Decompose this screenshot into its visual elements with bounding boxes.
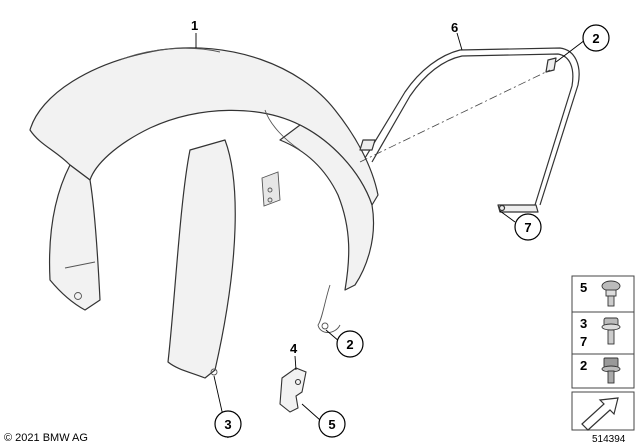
copyright-text: © 2021 BMW AG [4, 432, 88, 444]
callout-bracket-left-label: 2 [346, 337, 353, 352]
callout-bracket-right-label: 2 [592, 31, 599, 46]
fastener-legend: 5 3 7 2 [571, 275, 635, 431]
callout-clip-screw-label: 5 [328, 417, 335, 432]
legend-row3-number: 2 [580, 358, 587, 373]
callout-screw-bottom-left: 3 [214, 410, 242, 438]
diagram-number: 514394 [592, 434, 626, 445]
callout-fender: 1 [191, 18, 198, 33]
front-fender [29, 47, 379, 379]
legend-row2-number-a: 3 [580, 316, 587, 331]
fender-details [64, 47, 341, 376]
direction-arrow-icon [581, 397, 619, 431]
callout-clip: 4 [290, 341, 298, 356]
callout-support-end: 7 [514, 213, 542, 241]
legend-row1-number: 5 [580, 280, 587, 295]
callout-support-bar: 6 [451, 20, 458, 35]
callout-bracket-right: 2 [582, 24, 610, 52]
hex-screw-icon [601, 357, 621, 384]
legend-row2-number-b: 7 [580, 334, 587, 349]
dash-center-line [359, 69, 551, 163]
callout-screw-bottom-left-label: 3 [224, 417, 231, 432]
clip-part [279, 367, 307, 413]
callout-support-end-label: 7 [524, 220, 531, 235]
support-bar [359, 47, 580, 213]
callout-bracket-left: 2 [336, 330, 364, 358]
torx-screw-icon [601, 317, 621, 345]
callout-clip-screw: 5 [318, 410, 346, 438]
flange-screw-icon [601, 280, 621, 307]
